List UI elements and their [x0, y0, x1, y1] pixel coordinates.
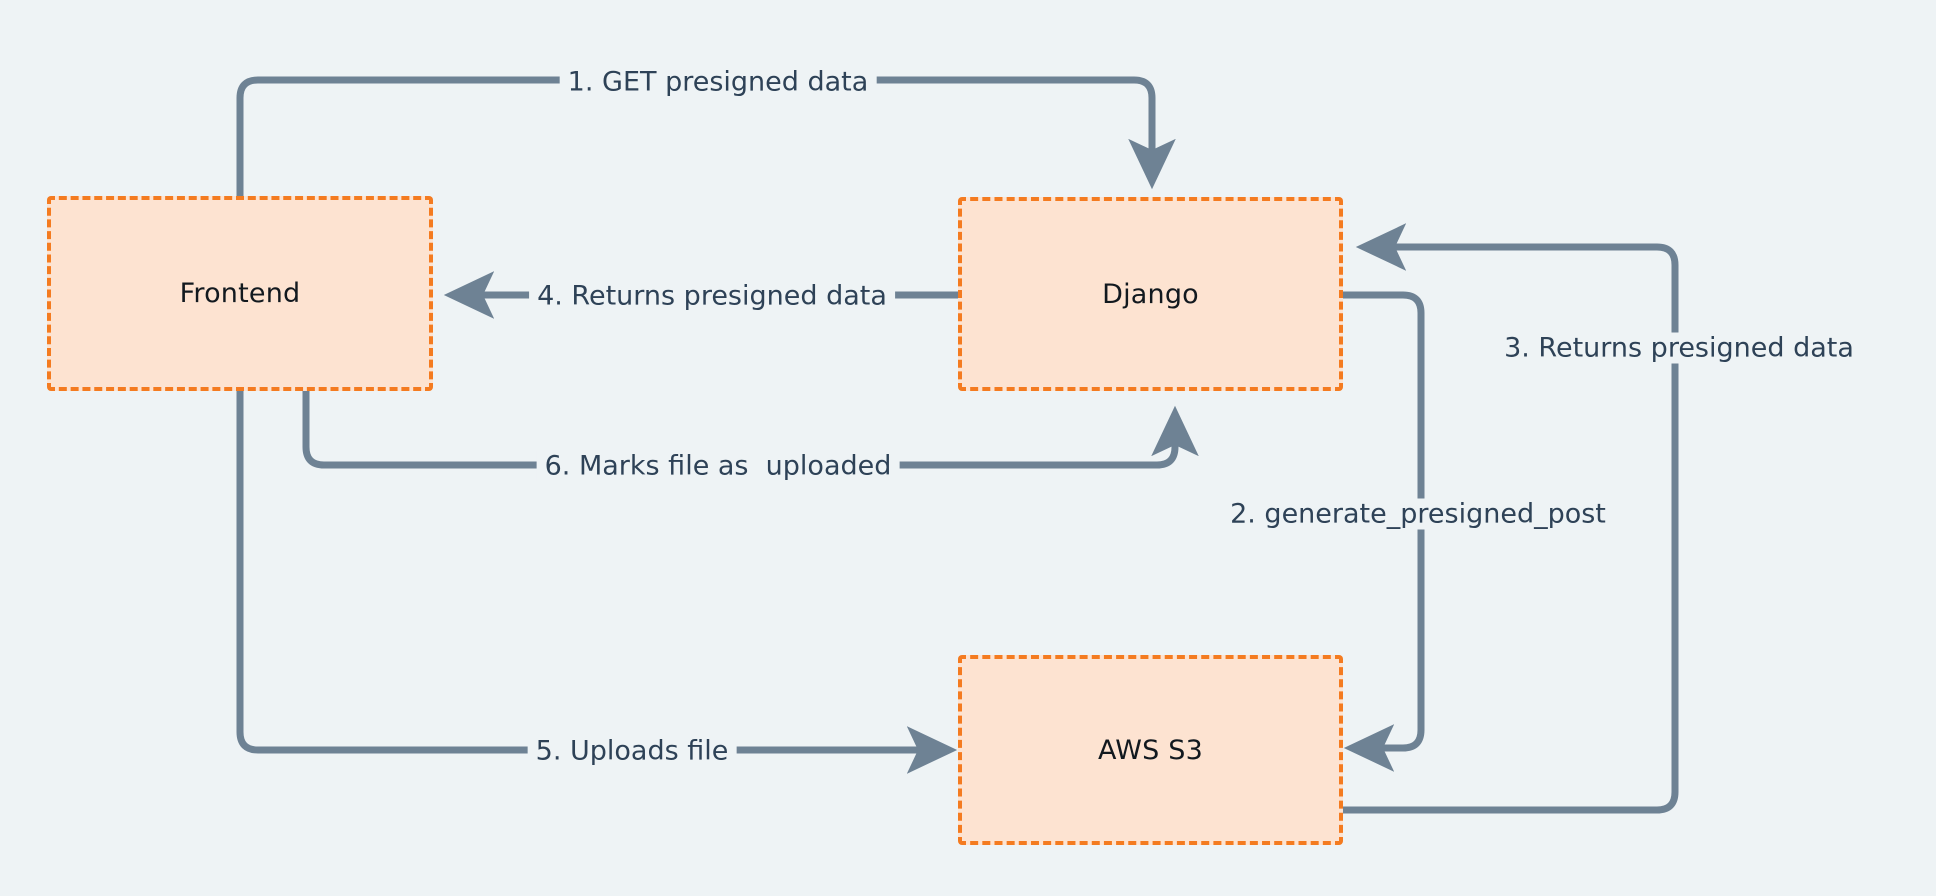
node-frontend[interactable]: Frontend	[47, 196, 433, 391]
node-django[interactable]: Django	[958, 197, 1343, 391]
node-django-label: Django	[1102, 278, 1199, 310]
edge-label-4: 4. Returns presigned data	[529, 280, 895, 312]
node-aws-s3[interactable]: AWS S3	[958, 655, 1343, 845]
edge-label-6: 6. Marks file as uploaded	[536, 450, 900, 482]
node-frontend-label: Frontend	[179, 278, 301, 309]
node-aws-s3-label: AWS S3	[1098, 734, 1203, 766]
edge-path-3	[1339, 223, 1679, 814]
edge-label-1: 1. GET presigned data	[559, 66, 877, 98]
edge-label-2: 2. generate_presigned_post	[1222, 498, 1614, 530]
edge-label-5: 5. Uploads file	[527, 735, 737, 767]
edge-path-5	[236, 387, 958, 774]
edge-label-3: 3. Returns presigned data	[1496, 332, 1862, 364]
